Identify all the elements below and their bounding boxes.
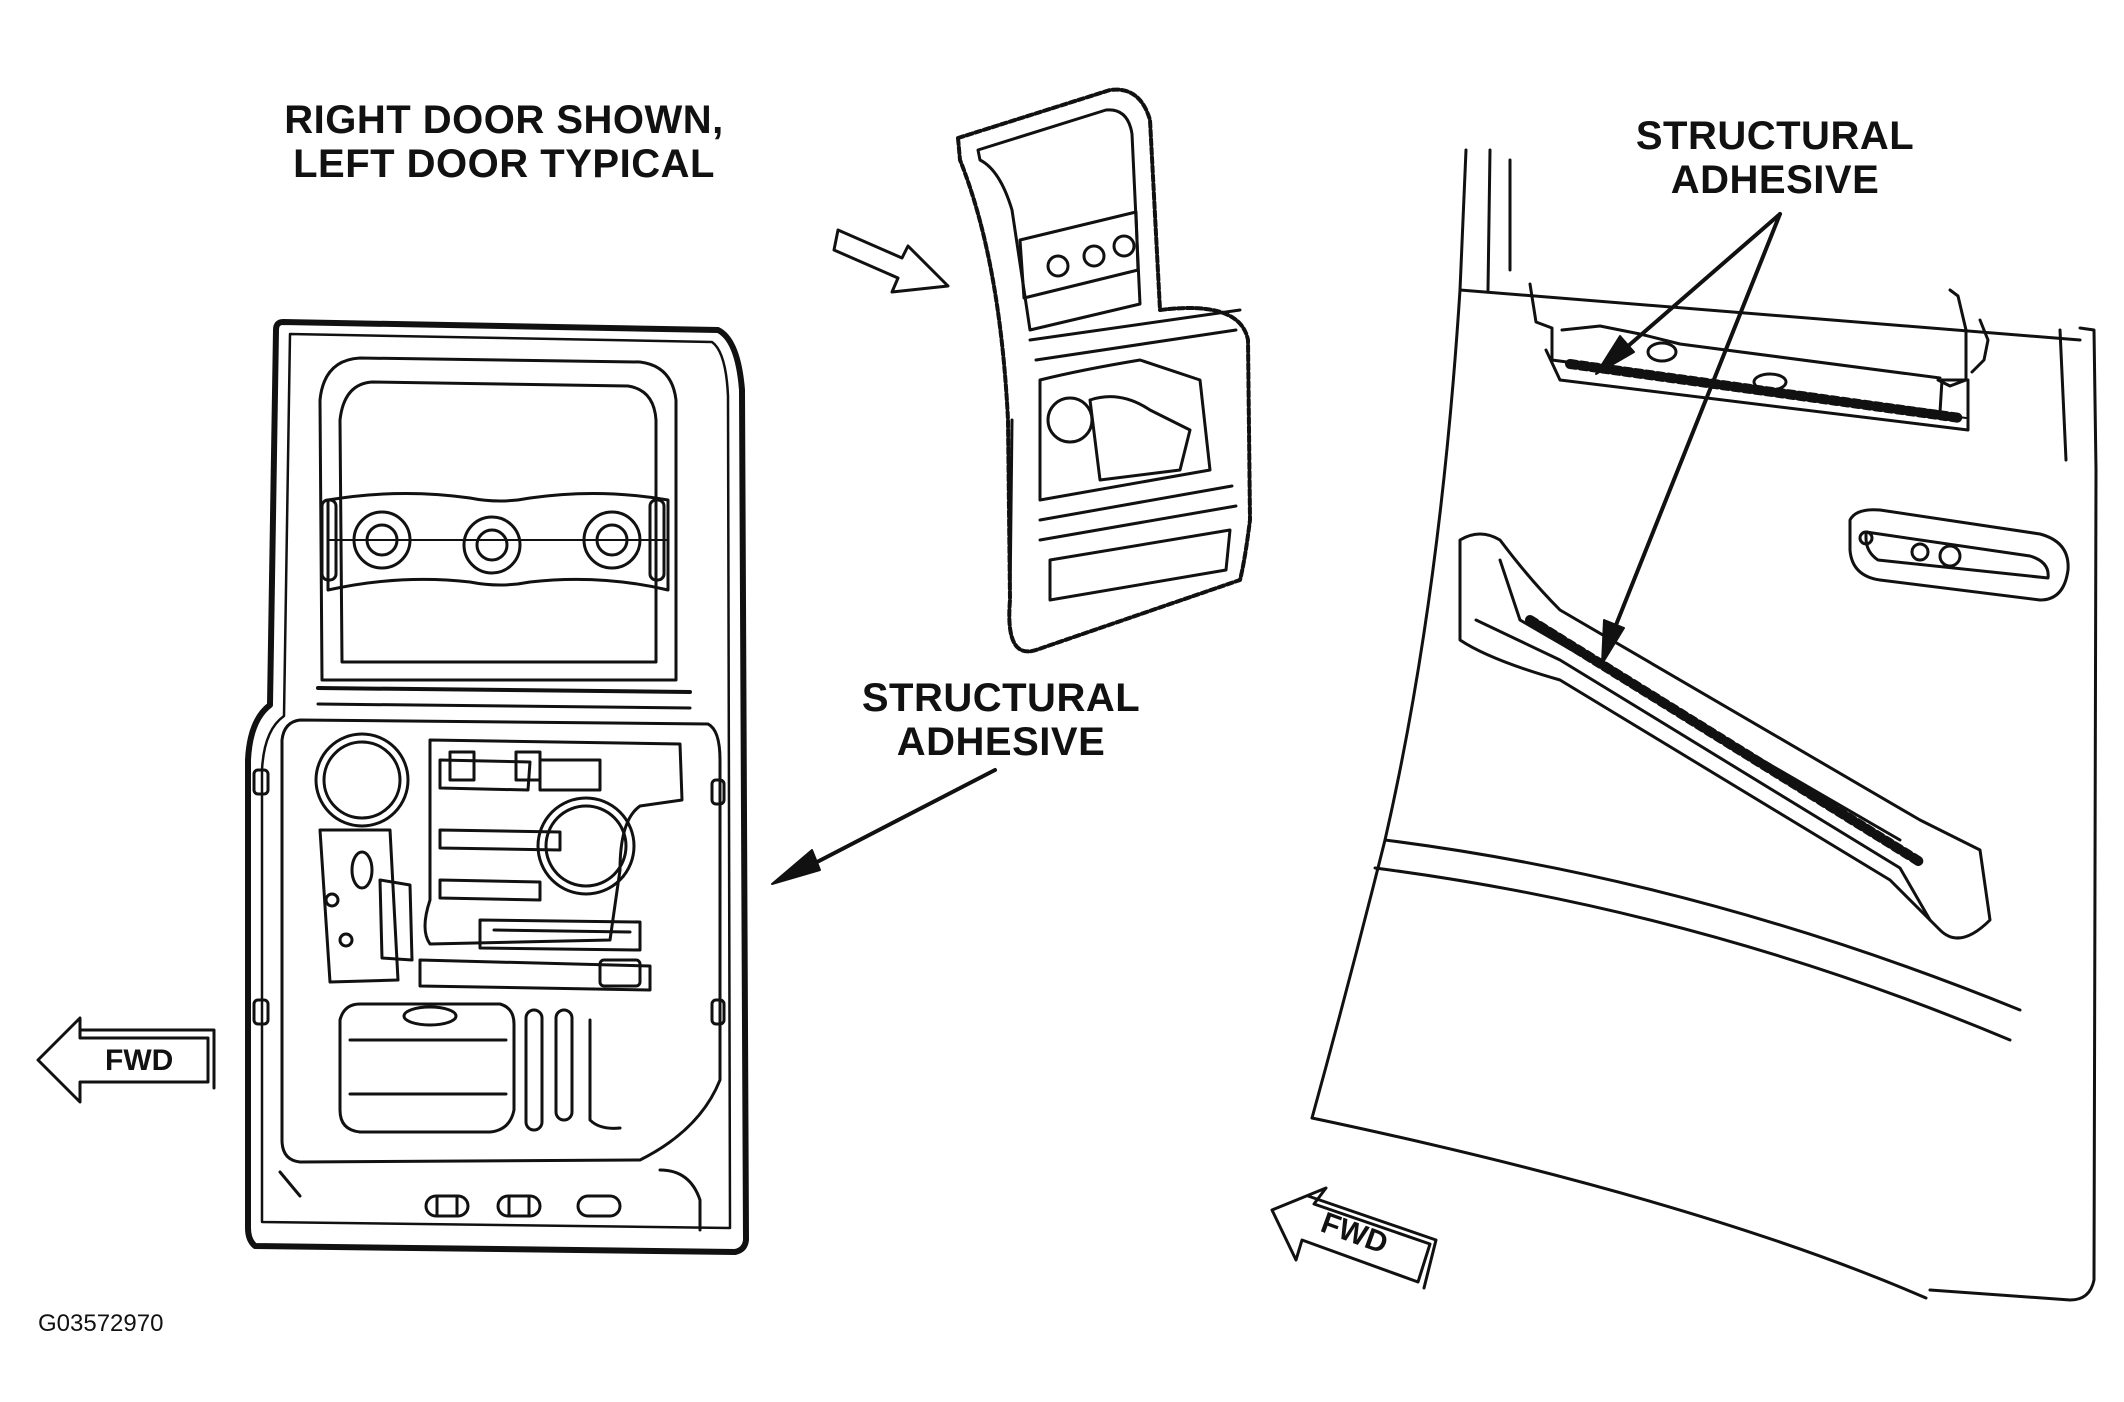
caption-line-1: RIGHT DOOR SHOWN, <box>284 98 724 142</box>
view-direction-arrow <box>832 228 950 294</box>
door-inner-panel <box>245 319 749 1255</box>
fwd-arrow-left: FWD <box>36 1016 216 1104</box>
fwd-label-left: FWD <box>105 1044 173 1077</box>
adhesive-callout-right-line-2: ADHESIVE <box>1670 158 1880 202</box>
door-closeup-view <box>1310 148 2098 1302</box>
adhesive-callout-middle: STRUCTURAL ADHESIVE <box>856 676 1146 764</box>
leader-arrow-middle <box>771 768 997 885</box>
caption-line-2: LEFT DOOR TYPICAL <box>293 142 715 186</box>
adhesive-callout-right-line-1: STRUCTURAL <box>1635 114 1915 158</box>
adhesive-callout-right: STRUCTURAL ADHESIVE <box>1630 114 1920 202</box>
figure-id: G03572970 <box>38 1310 164 1337</box>
adhesive-callout-middle-line-1: STRUCTURAL <box>861 676 1141 720</box>
adhesive-callout-middle-line-2: ADHESIVE <box>896 720 1106 764</box>
leader-arrows-right <box>1595 212 1782 665</box>
caption: RIGHT DOOR SHOWN, LEFT DOOR TYPICAL <box>274 98 734 186</box>
fwd-arrow-right: FWD <box>1270 1186 1438 1290</box>
door-perspective-view <box>956 87 1252 654</box>
